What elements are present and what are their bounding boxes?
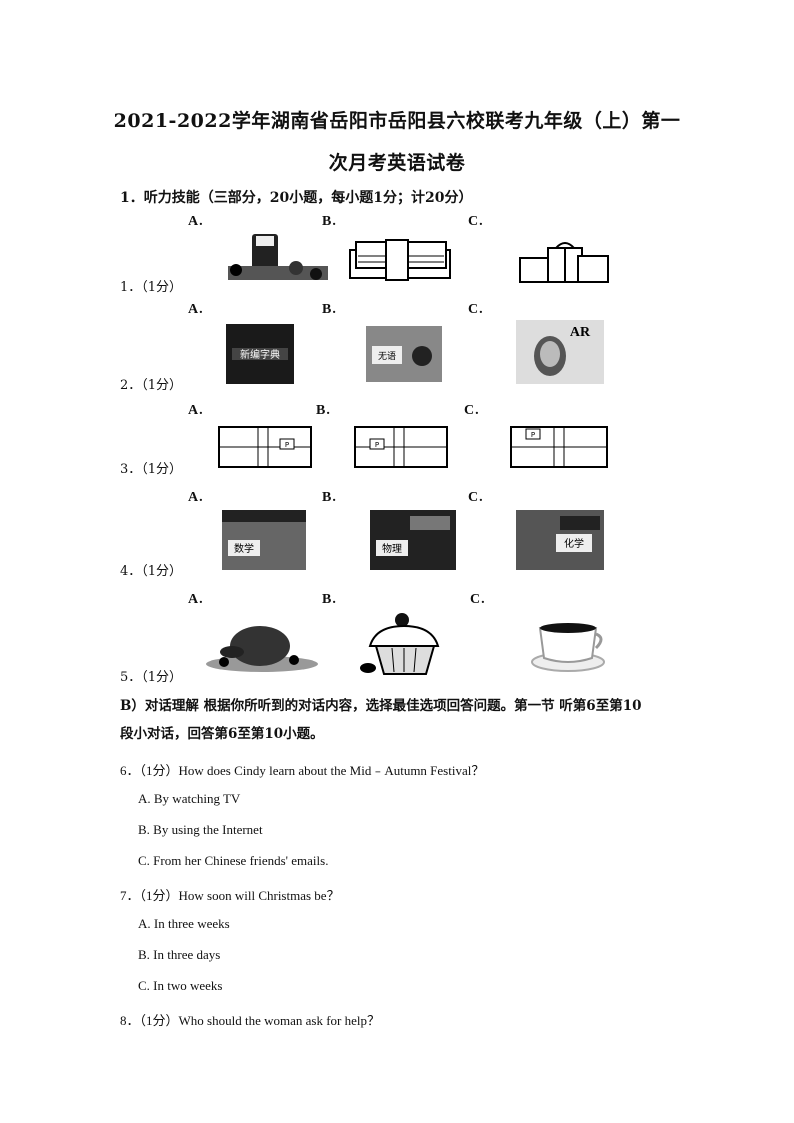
book-title: 数学 <box>234 542 254 555</box>
map-marker: P <box>375 441 379 449</box>
option-a-label: A. <box>188 302 204 317</box>
question-7-choice-c[interactable]: C. In two weeks <box>138 978 223 993</box>
question-5-number: 5．（1分） <box>120 670 183 685</box>
book-title: 化学 <box>564 537 584 550</box>
q4-picture-a-math-book[interactable]: 数学 <box>222 510 306 570</box>
option-b-label: B. <box>322 214 337 229</box>
q5-option-labels: A. B. C. <box>0 592 794 612</box>
option-a-label: A. <box>188 592 204 607</box>
option-c-label: C. <box>468 490 484 505</box>
option-b-label: B. <box>322 592 337 607</box>
q4-option-labels: A. B. C. <box>0 490 794 510</box>
option-a-label: A. <box>188 403 204 418</box>
option-c-label: C. <box>464 403 480 418</box>
question-6-choice-c[interactable]: C. From her Chinese friends' emails. <box>138 853 329 868</box>
q2-picture-b-storybook[interactable]: 无语 <box>366 326 442 382</box>
document-title-line2: 次月考英语试卷 <box>328 152 466 174</box>
section-b-instructions: B）对话理解 根据你所听到的对话内容，选择最佳选项回答问题。第一节 听第6至第1… <box>120 692 680 748</box>
question-8-prefix: 8．（1分） <box>120 1013 179 1028</box>
option-c-label: C. <box>468 302 484 317</box>
section-b-line2: 段小对话，回答第6至第10小题。 <box>120 726 324 742</box>
question-3-number: 3．（1分） <box>120 462 183 477</box>
q2-picture-c-magazine[interactable]: AR <box>516 320 604 384</box>
dictionary-title: 新编字典 <box>240 348 280 361</box>
q3-option-labels: A. B. C. <box>0 403 794 423</box>
q4-picture-b-physics-book[interactable]: 物理 <box>370 510 456 570</box>
q3-picture-b-map[interactable]: P <box>354 426 448 468</box>
option-b-label: B. <box>322 490 337 505</box>
q5-picture-a-turkey-icon[interactable] <box>204 616 320 674</box>
q3-picture-a-map[interactable]: P <box>218 426 312 468</box>
q1-option-labels: A. B. C. <box>0 214 794 234</box>
q5-picture-c-coffee-icon[interactable] <box>530 618 608 672</box>
question-7-choice-a[interactable]: A. In three weeks <box>138 916 230 931</box>
book-title: 物理 <box>382 542 402 555</box>
option-a-label: A. <box>188 490 204 505</box>
question-7-prefix: 7．（1分） <box>120 888 179 903</box>
section-listening-heading: 1．听力技能（三部分，20小题，每小题1分；计20分） <box>120 190 473 206</box>
question-6-prefix: 6．（1分） <box>120 763 179 778</box>
q1-picture-a-bottle-icon[interactable] <box>226 232 330 282</box>
question-1-number: 1．（1分） <box>120 280 183 295</box>
document-title-line1: 2021-2022学年湖南省岳阳市岳阳县六校联考九年级（上）第一 <box>113 110 681 132</box>
option-c-label: C. <box>468 214 484 229</box>
question-8: 8．（1分）Who should the woman ask for help？ <box>120 1010 380 1029</box>
question-2-number: 2．（1分） <box>120 378 183 393</box>
option-a-label: A. <box>188 214 204 229</box>
q3-picture-c-map[interactable]: P <box>510 426 608 468</box>
q2-picture-a-dictionary[interactable]: 新编字典 <box>226 324 294 384</box>
q1-picture-b-money-icon[interactable] <box>346 236 454 282</box>
question-4-number: 4．（1分） <box>120 564 183 579</box>
option-b-label: B. <box>322 302 337 317</box>
q4-picture-c-chemistry-book[interactable]: 化学 <box>516 510 604 570</box>
question-6-choice-a[interactable]: A. By watching TV <box>138 791 241 806</box>
question-8-text: Who should the woman ask for help？ <box>178 1013 380 1028</box>
question-6-choice-b[interactable]: B. By using the Internet <box>138 822 263 837</box>
q2-option-labels: A. B. C. <box>0 302 794 322</box>
q1-picture-c-gift-icon[interactable] <box>516 238 612 284</box>
magazine-title: AR <box>570 325 591 340</box>
question-7: 7．（1分）How soon will Christmas be？ <box>120 885 340 904</box>
section-b-line1: B）对话理解 根据你所听到的对话内容，选择最佳选项回答问题。第一节 听第6至第1… <box>120 698 642 714</box>
map-marker: P <box>285 441 289 449</box>
question-6: 6．（1分）How does Cindy learn about the Mid… <box>120 760 484 779</box>
question-7-text: How soon will Christmas be？ <box>178 888 340 903</box>
option-b-label: B. <box>316 403 331 418</box>
q5-picture-b-cupcake-icon[interactable] <box>356 612 452 678</box>
storybook-title: 无语 <box>378 351 396 362</box>
question-7-choice-b[interactable]: B. In three days <box>138 947 221 962</box>
map-marker: P <box>531 431 535 439</box>
question-6-text: How does Cindy learn about the Mid﹣Autum… <box>178 763 485 778</box>
option-c-label: C. <box>470 592 486 607</box>
